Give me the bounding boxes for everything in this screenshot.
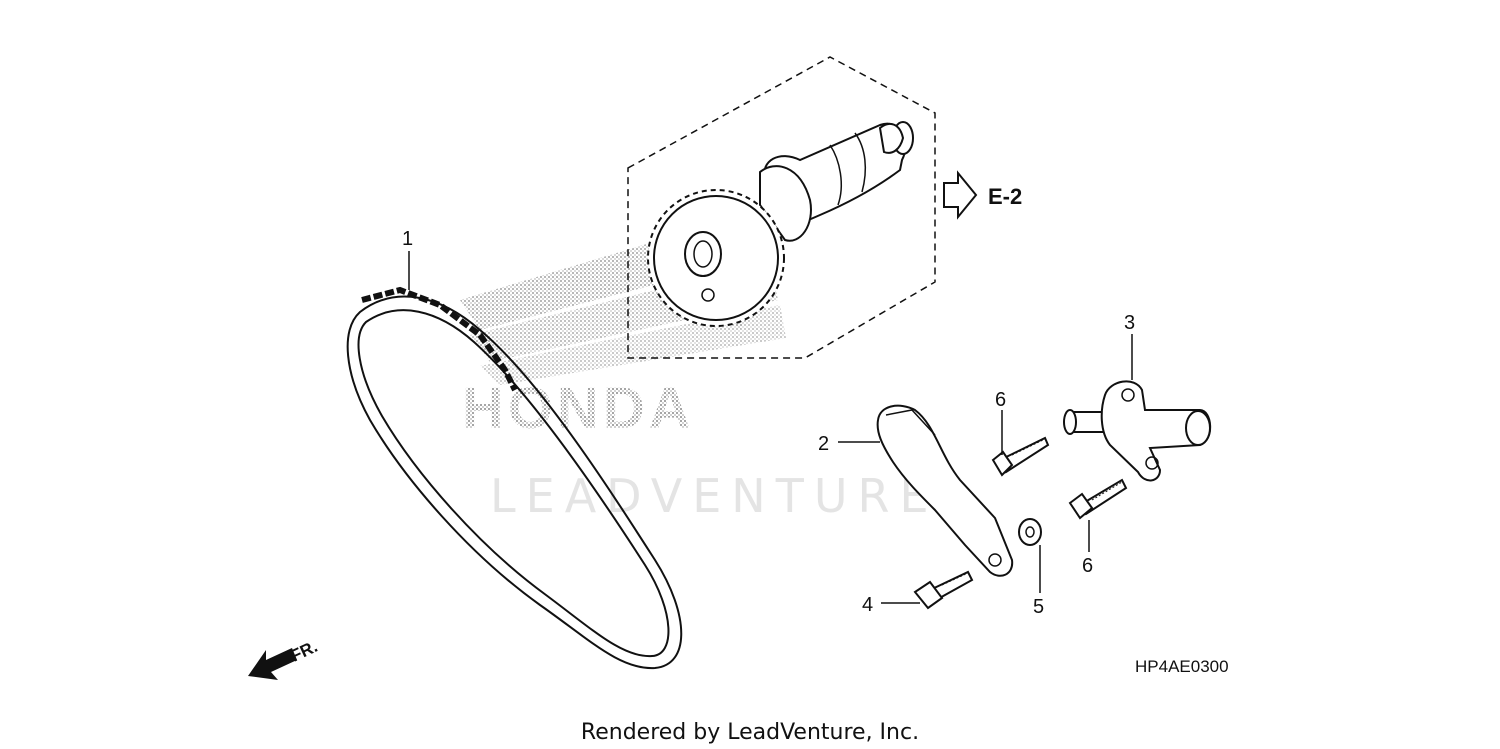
camshaft-assembly-outline bbox=[627, 56, 936, 359]
callout-5: 5 bbox=[1033, 596, 1044, 618]
camshaft bbox=[759, 121, 914, 242]
callout-1: 1 bbox=[402, 228, 413, 250]
tensioner-slider bbox=[876, 404, 1014, 577]
washer-5 bbox=[1018, 518, 1042, 546]
callout-6-lower: 6 bbox=[1082, 555, 1093, 577]
reference-arrow-icon[interactable] bbox=[943, 170, 978, 220]
cam-chain bbox=[346, 286, 683, 670]
front-direction-arrow-icon bbox=[248, 648, 297, 680]
footer-credit: Rendered by LeadVenture, Inc. bbox=[581, 720, 919, 745]
reference-label[interactable]: E-2 bbox=[988, 184, 1022, 209]
callout-2: 2 bbox=[818, 433, 829, 455]
flange-bolt-6-upper bbox=[991, 436, 1050, 477]
flange-bolt-4 bbox=[913, 570, 974, 610]
callout-4: 4 bbox=[862, 594, 873, 616]
cam-sprocket bbox=[647, 189, 785, 327]
honda-watermark-text: HONDA bbox=[462, 376, 695, 441]
callout-6-upper: 6 bbox=[995, 389, 1006, 411]
callout-3: 3 bbox=[1124, 312, 1135, 334]
leadventure-watermark-text: LEADVENTURE bbox=[490, 469, 939, 523]
diagram-code: HP4AE0300 bbox=[1135, 657, 1229, 676]
leader-lines bbox=[408, 251, 1133, 604]
tensioner-lifter bbox=[1063, 380, 1212, 482]
flange-bolt-6-lower bbox=[1068, 478, 1128, 520]
